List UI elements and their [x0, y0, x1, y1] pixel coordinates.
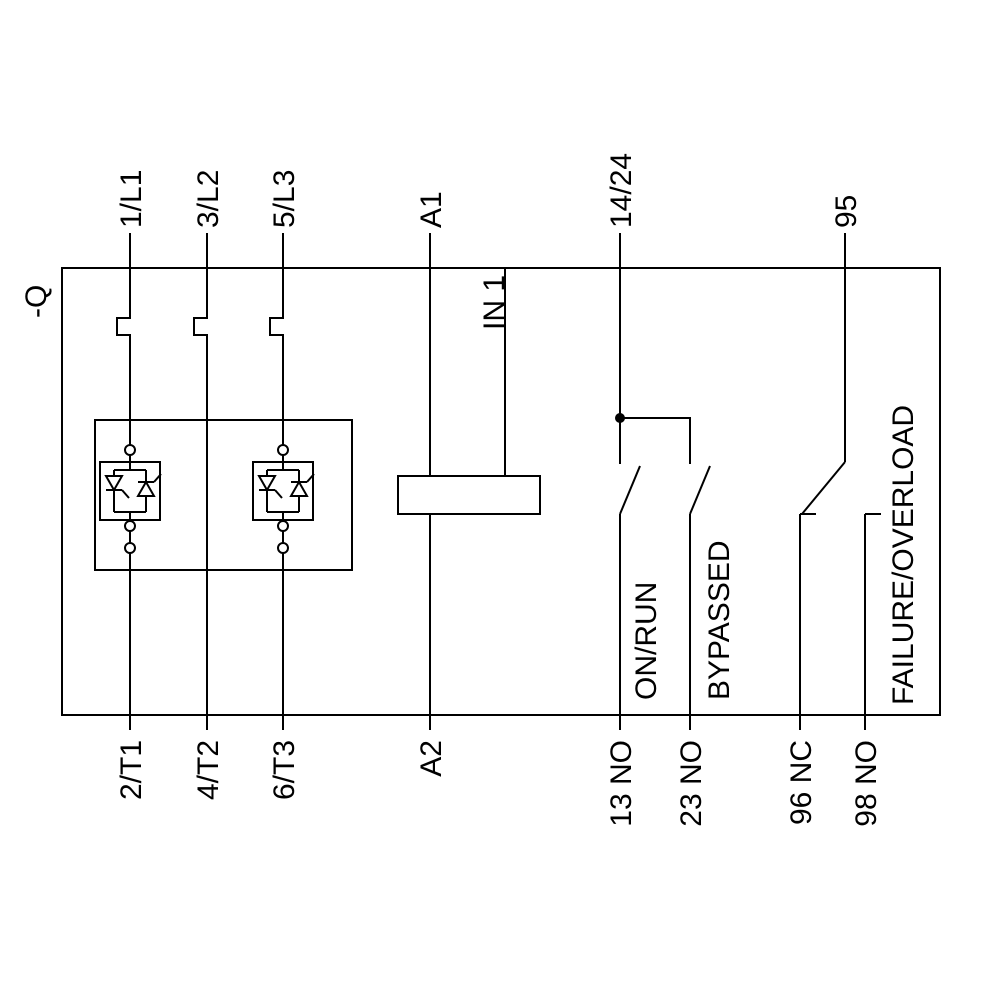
- terminal-node: [277, 444, 289, 456]
- label-failure-overload: FAILURE/OVERLOAD: [887, 405, 920, 705]
- device-designation-label: -Q: [20, 285, 53, 318]
- phase-l2-wire: [193, 233, 208, 730]
- thyristor-gate: [121, 489, 130, 499]
- thyristor-pair-1: [104, 462, 162, 521]
- terminal-label-95: 95: [830, 195, 863, 228]
- failure-overload-contact: [799, 233, 881, 730]
- terminal-node: [277, 542, 289, 554]
- aux-output-circuit: [615, 233, 711, 730]
- terminal-label-14-24: 14/24: [605, 153, 638, 228]
- terminal-node: [277, 520, 289, 532]
- no-contact-13-blade: [619, 465, 641, 515]
- terminal-label-13no: 13 NO: [605, 740, 638, 827]
- thyristor-pair-2: [257, 462, 315, 521]
- label-bypassed: BYPASSED: [703, 540, 736, 700]
- terminal-node: [124, 520, 136, 532]
- thyristor-gate: [274, 489, 283, 499]
- control-coil: [397, 475, 541, 515]
- label-on-run: ON/RUN: [630, 582, 663, 700]
- terminal-label-5l3: 5/L3: [268, 170, 301, 228]
- terminal-label-3l2: 3/L2: [192, 170, 225, 228]
- device-outline: [61, 267, 941, 716]
- phase-l1-wire-top: [116, 233, 131, 445]
- terminal-label-6t3: 6/T3: [268, 740, 301, 800]
- terminal-label-a1: A1: [415, 191, 448, 228]
- power-module-enclosure: [94, 419, 353, 571]
- phase-l3-wire-top: [269, 233, 284, 445]
- no-contact-23-blade: [689, 465, 711, 515]
- label-in1: IN 1: [478, 275, 511, 330]
- terminal-label-23no: 23 NO: [675, 740, 708, 827]
- terminal-label-1l1: 1/L1: [115, 170, 148, 228]
- terminal-label-a2: A2: [415, 740, 448, 777]
- terminal-node: [124, 542, 136, 554]
- branch-wire-23: [620, 417, 691, 464]
- terminal-label-2t1: 2/T1: [115, 740, 148, 800]
- thyristor-gate: [153, 473, 162, 483]
- terminal-label-98no: 98 NO: [850, 740, 883, 827]
- phase-l3-circuit: [252, 233, 315, 730]
- terminal-node: [124, 444, 136, 456]
- terminal-label-4t2: 4/T2: [192, 740, 225, 800]
- thyristor-gate: [306, 473, 315, 483]
- changeover-blade: [801, 461, 846, 515]
- control-supply-circuit: [397, 233, 541, 730]
- terminal-label-96nc: 96 NC: [785, 740, 818, 825]
- phase-l1-circuit: [99, 233, 162, 730]
